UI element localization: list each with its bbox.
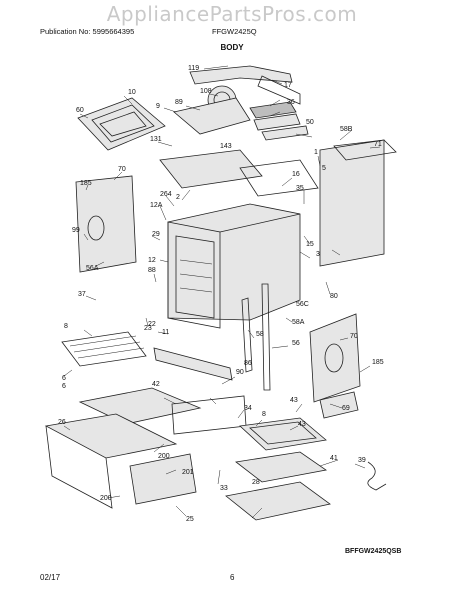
- part-label-6: 6: [62, 383, 66, 390]
- part-label-56: 56: [292, 340, 300, 347]
- part-label-43: 43: [298, 421, 306, 428]
- part-label-43: 43: [290, 397, 298, 404]
- footer-date: 02/17: [40, 573, 61, 582]
- part-label-23: 23: [144, 325, 152, 332]
- part-label-33: 33: [220, 485, 228, 492]
- part-label-28: 28: [252, 479, 260, 486]
- part-label-2: 2: [176, 194, 180, 201]
- part-label-10: 10: [128, 89, 136, 96]
- part-label-35: 35: [296, 185, 304, 192]
- page-title: BODY: [220, 43, 244, 52]
- part-label-34: 34: [244, 405, 252, 412]
- part-label-119: 119: [188, 65, 199, 72]
- diagram-code: BFFGW2425QSB: [345, 548, 402, 555]
- part-label-50: 50: [306, 119, 314, 126]
- part-label-70: 70: [118, 166, 126, 173]
- part-label-264: 264: [160, 191, 172, 198]
- part-label-70: 70: [350, 333, 358, 340]
- part-label-89: 89: [175, 99, 183, 106]
- part-label-60: 60: [76, 107, 84, 114]
- part-label-200: 200: [100, 495, 112, 502]
- part-label-3: 3: [316, 251, 320, 258]
- part-label-58B: 58B: [340, 126, 353, 133]
- part-label-42: 42: [152, 381, 160, 388]
- part-label-88: 88: [148, 267, 156, 274]
- part-label-69: 69: [342, 405, 350, 412]
- part-label-12: 12: [148, 257, 156, 264]
- part-label-11: 11: [162, 329, 169, 336]
- part-label-185: 185: [80, 180, 92, 187]
- part-label-58: 58: [256, 331, 264, 338]
- part-label-8: 8: [262, 411, 266, 418]
- publication-number: Publication No: 5995664395: [40, 27, 135, 36]
- part-label-26: 26: [58, 419, 66, 426]
- part-label-22: 22: [148, 321, 156, 328]
- part-label-1: 1: [314, 149, 318, 156]
- part-label-37: 37: [78, 291, 86, 298]
- part-label-201: 201: [182, 469, 194, 476]
- part-label-41: 41: [330, 455, 338, 462]
- part-label-185: 185: [372, 359, 384, 366]
- part-label-25: 25: [186, 516, 194, 523]
- part-label-108: 108: [200, 88, 212, 95]
- part-label-6: 6: [62, 375, 66, 382]
- part-label-80: 80: [330, 293, 338, 300]
- part-label-17: 17: [284, 82, 292, 89]
- model-number: FFGW2425Q: [212, 27, 257, 36]
- part-label-5: 5: [322, 165, 326, 172]
- part-label-71: 71: [374, 141, 382, 148]
- part-label-39: 39: [358, 457, 366, 464]
- part-label-99: 99: [72, 227, 80, 234]
- footer-page-number: 6: [230, 573, 235, 582]
- part-label-16: 16: [292, 171, 300, 178]
- part-label-58A: 58A: [292, 319, 305, 326]
- part-label-56A: 56A: [86, 265, 99, 272]
- part-label-131: 131: [150, 136, 162, 143]
- watermark: AppliancePartsPros.com: [106, 2, 358, 26]
- part-label-86: 86: [244, 360, 252, 367]
- part-label-36: 36: [287, 99, 295, 106]
- part-label-90: 90: [236, 369, 244, 376]
- part-label-15: 15: [306, 241, 314, 248]
- part-label-12A: 12A: [150, 202, 163, 209]
- part-label-8: 8: [64, 323, 68, 330]
- part-label-56C: 56C: [296, 301, 309, 308]
- part-label-9: 9: [156, 103, 160, 110]
- part-label-200: 200: [158, 453, 170, 460]
- part-label-29: 29: [152, 231, 160, 238]
- parts-drawing: [44, 65, 397, 521]
- part-label-143: 143: [220, 143, 232, 150]
